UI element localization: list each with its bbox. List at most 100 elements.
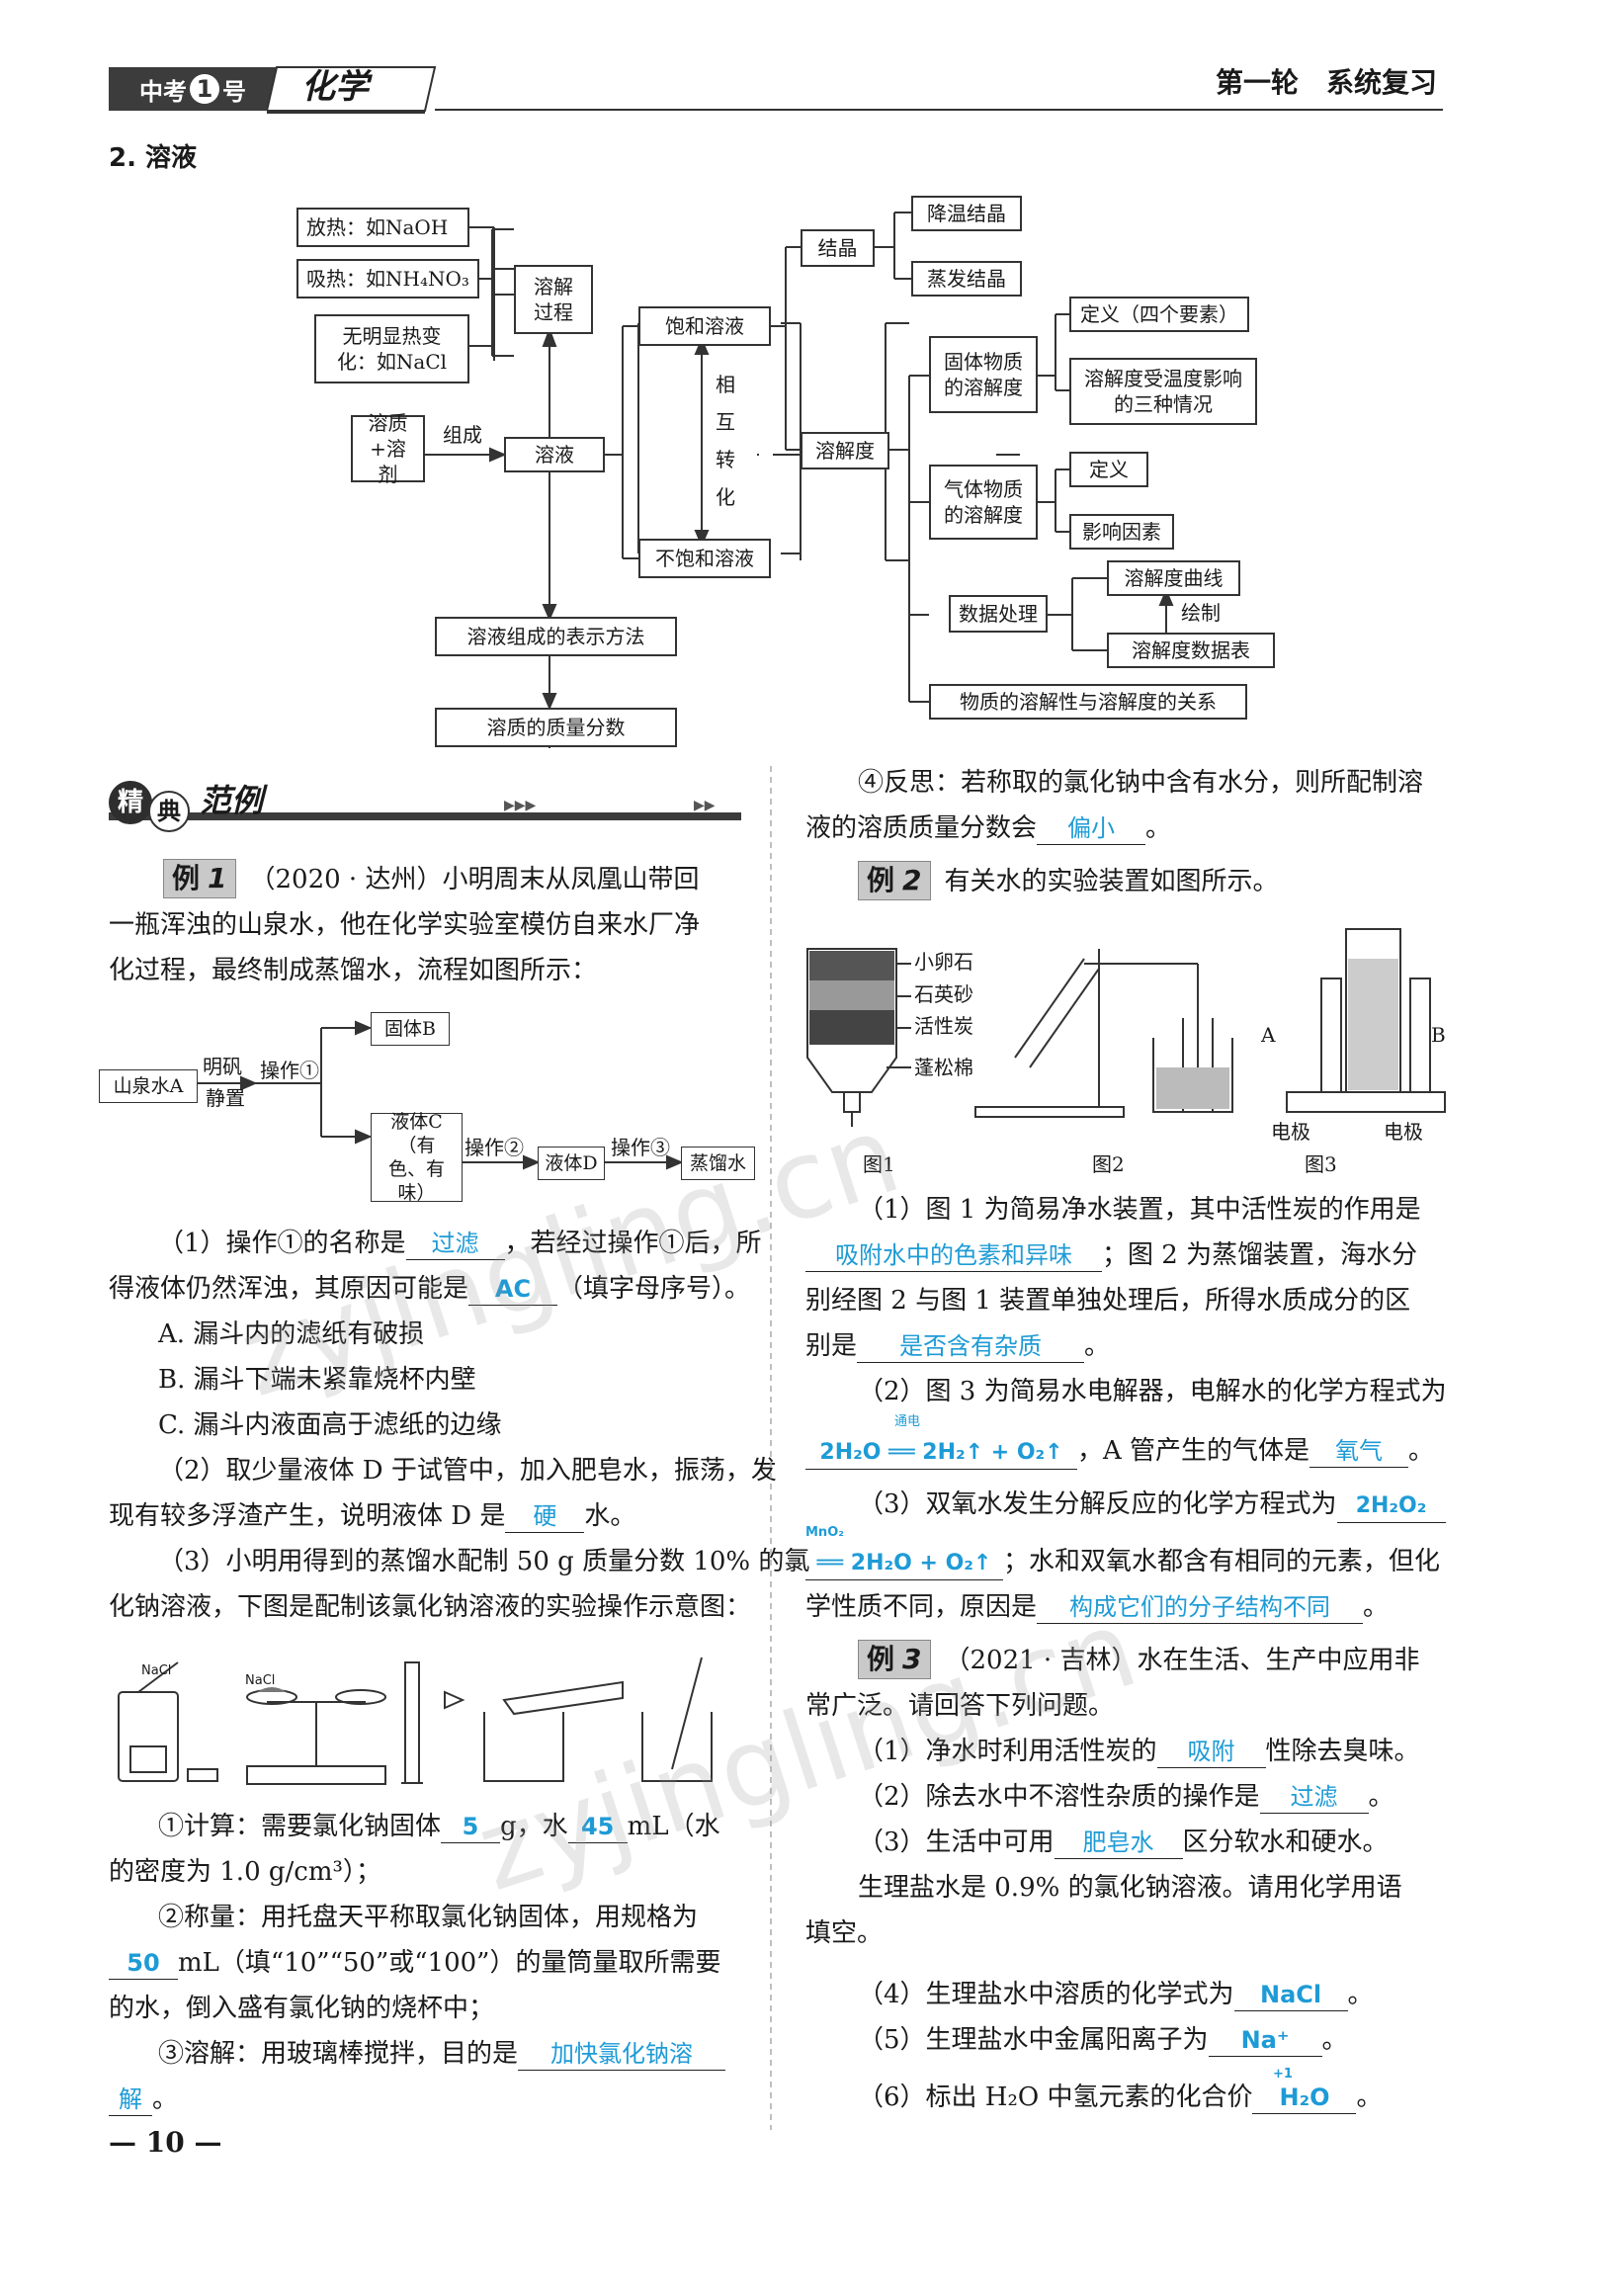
ex2-q2-line1: （2）图 3 为简易水电解器，电解水的化学方程式为 bbox=[858, 1377, 1447, 1406]
ex3-paragraph-line2: 填空。 bbox=[805, 1918, 884, 1948]
ex2-q3-line3: 学性质不同，原因是构成它们的分子结构不同。 bbox=[805, 1592, 1390, 1624]
ex2-answer-decomp-eq: ══ 2H₂O + O₂↑ bbox=[805, 1548, 1003, 1580]
reflect-answer: 偏小 bbox=[1037, 812, 1146, 845]
ex2-q1-line2: 吸附水中的色素和异味；图 2 为蒸馏装置，海水分 bbox=[805, 1233, 1417, 1277]
classic-examples-banner: ▶▶▶ ▶▶ 精 典 范例 bbox=[109, 777, 741, 832]
flow-distilled: 蒸馏水 bbox=[681, 1147, 755, 1180]
header-rule bbox=[435, 109, 1443, 111]
mm-crystallize: 结晶 bbox=[801, 229, 875, 267]
ex1-q1-line1: （1）操作①的名称是过滤，若经过操作①后，所 bbox=[158, 1228, 762, 1260]
mm-table: 溶解度数据表 bbox=[1107, 633, 1275, 668]
ex1-option-c: C. 漏斗内液面高于滤纸的边缘 bbox=[158, 1410, 502, 1440]
mm-solution: 溶液 bbox=[504, 437, 605, 472]
brand-suffix: 号 bbox=[222, 77, 246, 106]
ex1-q2-line1: （2）取少量液体 D 于试管中，加入肥皂水，振荡，发 bbox=[158, 1456, 777, 1486]
fig3-label-a: A bbox=[1261, 1023, 1276, 1047]
ex3-q1: （1）净水时利用活性炭的吸附性除去臭味。 bbox=[858, 1736, 1420, 1768]
mm-solute-solvent: 溶质+溶剂 bbox=[351, 411, 425, 486]
ex3-answer-5: Na⁺ bbox=[1208, 2024, 1322, 2057]
brand-text: 中考 bbox=[139, 77, 187, 106]
ex1-dissolve-line2: 解。 bbox=[109, 2078, 178, 2121]
mm-relation: 物质的溶解性与溶解度的关系 bbox=[929, 684, 1247, 720]
column-divider bbox=[770, 766, 772, 2130]
mm-dissolve-process: 溶解过程 bbox=[514, 265, 593, 334]
nacl-label-1: NaCl bbox=[141, 1663, 172, 1678]
mm-factors: 影响因素 bbox=[1069, 514, 1174, 550]
mm-compose-label: 组成 bbox=[443, 423, 482, 447]
ex2-q2-line2: 2H₂O ══ 2H₂↑ + O₂↑，A 管产生的气体是氧气。 bbox=[805, 1429, 1434, 1473]
water-apparatus-figures bbox=[806, 928, 1446, 1127]
nacl-label-2: NaCl bbox=[245, 1673, 276, 1688]
eq2-catalyst: MnO₂ bbox=[805, 1525, 844, 1540]
ex3-paragraph-line1: 生理盐水是 0.9% 的氯化钠溶液。请用化学用语 bbox=[858, 1873, 1402, 1903]
banner-graphic: ▶▶▶ ▶▶ bbox=[109, 798, 741, 820]
mm-mass-frac: 溶质的质量分数 bbox=[435, 708, 677, 747]
ex2-answer-electrolysis-eq: 2H₂O ══ 2H₂↑ + O₂↑ bbox=[805, 1437, 1077, 1470]
ex3-answer-4: NaCl bbox=[1233, 1979, 1348, 2011]
ex1-option-b: B. 漏斗下端未紧靠烧杯内壁 bbox=[158, 1365, 476, 1395]
ex2-q1-line1: （1）图 1 为简易净水装置，其中活性炭的作用是 bbox=[858, 1195, 1421, 1225]
mm-heat-absorb: 吸热：如NH₄NO₃ bbox=[296, 259, 479, 298]
ex1-answer-cylinder: 50 bbox=[109, 1947, 178, 1980]
ex1-weigh-line3: 的水，倒入盛有氯化钠的烧杯中； bbox=[109, 1994, 495, 2023]
ex1-intro-line2: 一瓶浑浊的山泉水，他在化学实验室模仿自来水厂净 bbox=[109, 910, 701, 940]
section-title: 2. 溶液 bbox=[109, 143, 198, 173]
page-number: — 10 — bbox=[109, 2126, 222, 2159]
ex1-answer-2: 硬 bbox=[505, 1500, 585, 1533]
fig2-caption: 图2 bbox=[1092, 1152, 1125, 1176]
mm-repr: 溶液组成的表示方法 bbox=[435, 617, 677, 656]
brand-badge: 中考 1 号 bbox=[109, 67, 277, 111]
banner-char-2: 典 bbox=[148, 791, 190, 832]
ex1-answer-stir-purpose-end: 解 bbox=[109, 2083, 152, 2116]
ex2-answer-1b: 是否含有杂质 bbox=[857, 1330, 1085, 1363]
banner-char-1: 精 bbox=[109, 781, 152, 824]
ex1-flow-lines bbox=[198, 1020, 684, 1170]
fig3-caption: 图3 bbox=[1305, 1152, 1337, 1176]
mm-draw-label: 绘制 bbox=[1181, 601, 1221, 625]
eq1-condition: 通电 bbox=[894, 1414, 921, 1429]
ex2-answer-1: 吸附水中的色素和异味 bbox=[805, 1239, 1102, 1272]
brand-number: 1 bbox=[190, 74, 219, 104]
ex1-answer-stir-purpose: 加快氯化钠溶 bbox=[518, 2038, 726, 2071]
ex3-q2: （2）除去水中不溶性杂质的操作是过滤。 bbox=[858, 1782, 1394, 1814]
ex2-answer-gas-a: 氧气 bbox=[1309, 1435, 1409, 1468]
mm-def: 定义 bbox=[1069, 452, 1148, 487]
mm-curve: 溶解度曲线 bbox=[1107, 560, 1240, 596]
mm-mutual-label: 相互转化 bbox=[716, 373, 735, 509]
flow-solid-b: 固体B bbox=[371, 1012, 450, 1046]
ex1-answer-1: 过滤 bbox=[405, 1228, 505, 1260]
ex3-answer-1: 吸附 bbox=[1156, 1736, 1266, 1768]
subject-title: 化学 bbox=[301, 67, 369, 107]
ex2-q1-line3: 别经图 2 与图 1 装置单独处理后，所得水质成分的区 bbox=[805, 1286, 1411, 1316]
flow-liquid-c: 液体C（有色、有味） bbox=[371, 1111, 463, 1204]
fig1-caption: 图1 bbox=[863, 1152, 895, 1176]
mm-solid-sol: 固体物质的溶解度 bbox=[929, 336, 1038, 413]
flow-spring-water: 山泉水A bbox=[99, 1069, 198, 1103]
flow-still: 静置 bbox=[206, 1086, 245, 1110]
subject-logo bbox=[267, 66, 437, 114]
mm-cool-cryst: 降温结晶 bbox=[911, 196, 1022, 231]
mm-data-proc: 数据处理 bbox=[949, 595, 1048, 633]
mm-unsaturated: 不饱和溶液 bbox=[638, 539, 771, 578]
reflect-line2: 液的溶质质量分数会偏小。 bbox=[805, 812, 1172, 845]
svg-text:▶▶▶: ▶▶▶ bbox=[504, 798, 537, 813]
ex1-answer-1b: AC bbox=[468, 1273, 558, 1306]
ex1-q3-line2: 化钠溶液，下图是配制该氯化钠溶液的实验操作示意图： bbox=[109, 1592, 752, 1622]
ex3-valence-sup: +1 bbox=[1273, 2067, 1293, 2082]
mm-evap-cryst: 蒸发结晶 bbox=[911, 261, 1022, 297]
reflect-line1: ④反思：若称取的氯化钠中含有水分，则所配制溶 bbox=[858, 768, 1424, 798]
ex2-answer-h2o2: 2H₂O₂ bbox=[1336, 1490, 1446, 1523]
ex1-option-a: A. 漏斗内的滤纸有破损 bbox=[158, 1319, 425, 1349]
mm-temp-effect: 溶解度受温度影响的三种情况 bbox=[1069, 358, 1257, 425]
mm-heat-release: 放热：如NaOH bbox=[296, 208, 469, 247]
mm-gas-sol: 气体物质的溶解度 bbox=[929, 465, 1038, 540]
ex1-intro-line3: 化过程，最终制成蒸馏水，流程如图所示： bbox=[109, 956, 598, 985]
header-right-title: 第一轮 系统复习 bbox=[1216, 66, 1438, 99]
